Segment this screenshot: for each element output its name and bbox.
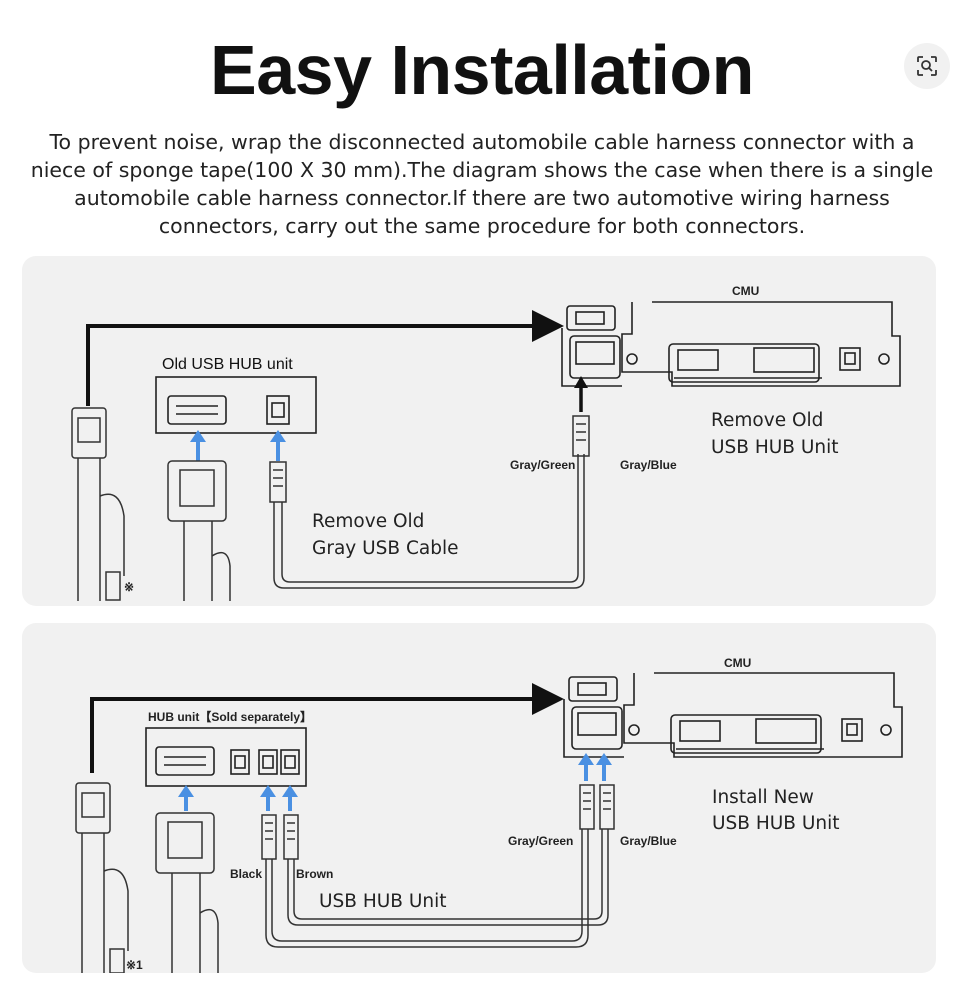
remove-note-line1: Remove Old [711, 410, 823, 431]
gray-blue-label: Gray/Blue [620, 458, 677, 472]
harness-route-arrow [86, 310, 564, 406]
up-arrow-icon [270, 430, 286, 461]
gray-usb-cable [269, 415, 590, 589]
brown-label: Brown [296, 867, 333, 881]
page-title: Easy Installation [210, 31, 754, 109]
up-arrow-icon [574, 376, 588, 412]
up-arrow-icon [578, 753, 594, 781]
cmu-label: CMU [724, 656, 751, 670]
up-arrow-icon [596, 753, 612, 781]
remove-old-panel: CMU ※ Old USB HUB unit [22, 256, 936, 606]
up-arrow-icon [178, 785, 194, 811]
visual-search-button[interactable] [904, 43, 950, 89]
up-arrow-icon [190, 430, 206, 461]
old-hub-harness [167, 460, 231, 601]
note-mark: ※ [124, 580, 134, 594]
cable-note-line2: Gray USB Cable [312, 538, 458, 559]
new-usb-hub-unit [145, 727, 307, 787]
remove-old-diagram: CMU ※ Old USB HUB unit [71, 284, 901, 601]
vehicle-harness-connector [75, 782, 129, 973]
old-usb-hub-unit [155, 376, 317, 434]
up-arrow-icon [282, 785, 298, 811]
up-arrow-icon [260, 785, 276, 811]
intro-text: To prevent noise, wrap the disconnected … [30, 130, 934, 238]
hub-harness [155, 812, 219, 973]
note-mark: ※1 [126, 958, 143, 972]
remove-note-line2: USB HUB Unit [711, 437, 839, 458]
gray-blue-label: Gray/Blue [620, 834, 677, 848]
new-hub-label: HUB unit【Sold separately】 [148, 709, 312, 724]
cable-label: USB HUB Unit [319, 891, 447, 912]
vehicle-harness-connector [71, 407, 125, 601]
install-note-line1: Install New [712, 787, 814, 808]
install-new-diagram: CMU ※1 HUB unit【Sold separately】 [75, 656, 903, 973]
new-usb-cables [261, 784, 615, 948]
cmu-unit [561, 301, 901, 387]
harness-route-arrow [90, 683, 564, 773]
install-new-panel: CMU ※1 HUB unit【Sold separately】 [22, 623, 936, 973]
black-label: Black [230, 867, 262, 881]
cmu-label: CMU [732, 284, 759, 298]
install-note-line2: USB HUB Unit [712, 813, 840, 834]
cmu-unit [563, 672, 903, 758]
cable-note-line1: Remove Old [312, 511, 424, 532]
gray-green-label: Gray/Green [508, 834, 573, 848]
gray-green-label: Gray/Green [510, 458, 575, 472]
visual-search-icon [917, 56, 937, 76]
old-hub-label: Old USB HUB unit [162, 356, 293, 373]
